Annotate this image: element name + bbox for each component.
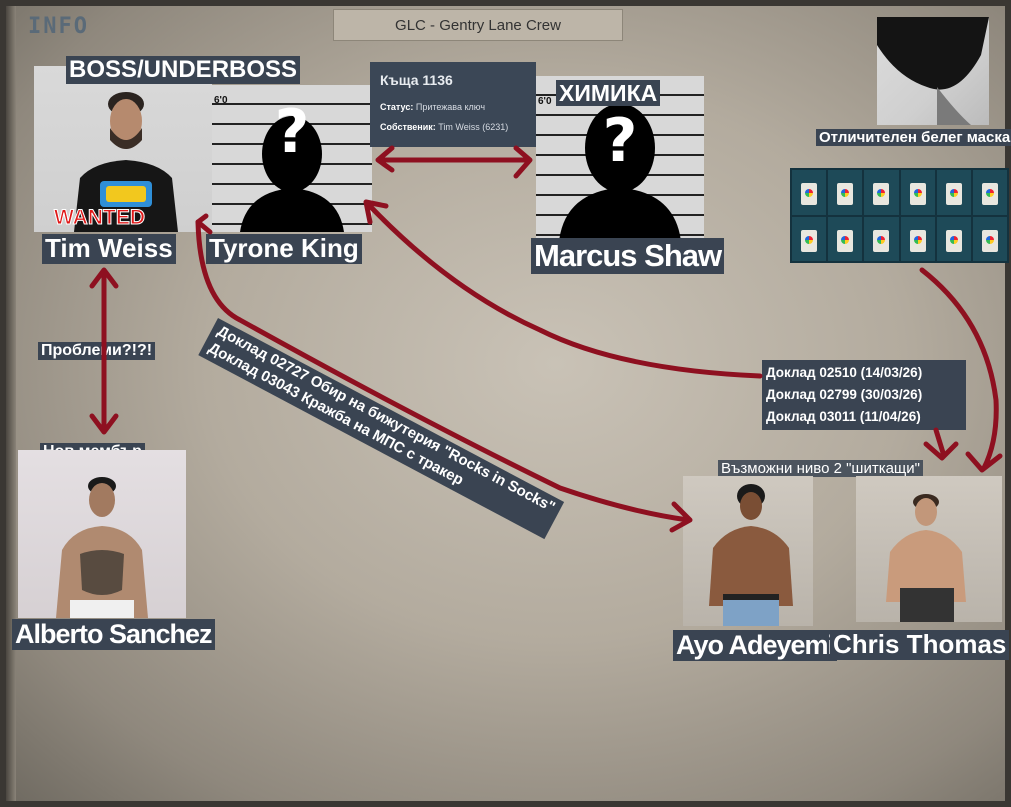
grid-cell	[864, 216, 899, 261]
report-item: Доклад 02799 (30/03/26)	[766, 386, 923, 402]
name-tyrone-king: Tyrone King	[206, 233, 362, 264]
board-frame	[6, 6, 16, 801]
name-alberto-sanchez: Alberto Sanchez	[12, 619, 215, 651]
alberto-figure	[56, 477, 148, 618]
photo-chris-thomas[interactable]	[856, 476, 1002, 622]
grid-cell	[900, 170, 935, 215]
tooltip-title: Къща 1136	[380, 72, 453, 88]
photo-tim-weiss[interactable]: WANTED	[34, 66, 212, 232]
question-mark-icon: ?	[602, 105, 638, 176]
label-chemist: ХИМИКА	[556, 80, 661, 107]
name-tim-weiss: Tim Weiss	[42, 233, 176, 264]
grid-cell	[972, 170, 1007, 215]
question-mark-icon: ?	[274, 97, 310, 168]
info-label: INFO	[28, 14, 89, 39]
reports-list: Доклад 02510 (14/03/26) Доклад 02799 (30…	[762, 360, 966, 430]
grid-cell	[936, 216, 971, 261]
owner-value: Tim Weiss (6231)	[438, 122, 509, 132]
tooltip-status: Статус: Притежава ключ	[380, 102, 526, 112]
report-item: Доклад 03011 (11/04/26)	[766, 408, 921, 424]
board-title: GLC - Gentry Lane Crew	[333, 9, 623, 41]
name-ayo-adeyemi: Ayo Adeyemi	[673, 630, 838, 662]
grid-cell	[900, 216, 935, 261]
photo-tyrone-king[interactable]: 6'0 ?	[212, 85, 372, 232]
grid-cell	[828, 170, 863, 215]
height-mark: 6'0	[214, 95, 228, 106]
wanted-stamp: WANTED	[54, 206, 146, 230]
tooltip-owner: Собственик: Tim Weiss (6231)	[380, 122, 526, 132]
status-label: Статус:	[380, 102, 414, 112]
tim-figure	[74, 92, 178, 232]
name-chris-thomas: Chris Thomas	[830, 629, 1010, 660]
drug-inventory-grid[interactable]	[790, 168, 1009, 263]
chris-figure	[886, 494, 966, 622]
label-problems: Проблеми?!?!	[38, 342, 156, 361]
grid-cell	[936, 170, 971, 215]
label-mask: Отличителен белег маска	[816, 129, 1011, 147]
photo-alberto-sanchez[interactable]	[18, 450, 186, 618]
grid-cell	[972, 216, 1007, 261]
grid-cell	[828, 216, 863, 261]
photo-ayo-adeyemi[interactable]	[683, 476, 813, 626]
height-mark: 6'0	[538, 96, 552, 107]
mask-figure	[877, 17, 989, 125]
grid-cell	[792, 216, 827, 261]
owner-label: Собственик:	[380, 122, 436, 132]
name-marcus-shaw: Marcus Shaw	[531, 238, 725, 274]
house-tooltip: Къща 1136 Статус: Притежава ключ Собстве…	[370, 62, 536, 147]
grid-cell	[864, 170, 899, 215]
photo-mask[interactable]	[877, 17, 989, 125]
grid-cell	[792, 170, 827, 215]
label-level2: Възможни ниво 2 "шиткащи"	[718, 460, 923, 478]
status-value: Притежава ключ	[415, 102, 486, 112]
report-item: Доклад 02510 (14/03/26)	[766, 365, 923, 380]
ayo-figure	[709, 484, 793, 626]
label-boss: BOSS/UNDERBOSS	[66, 56, 301, 84]
